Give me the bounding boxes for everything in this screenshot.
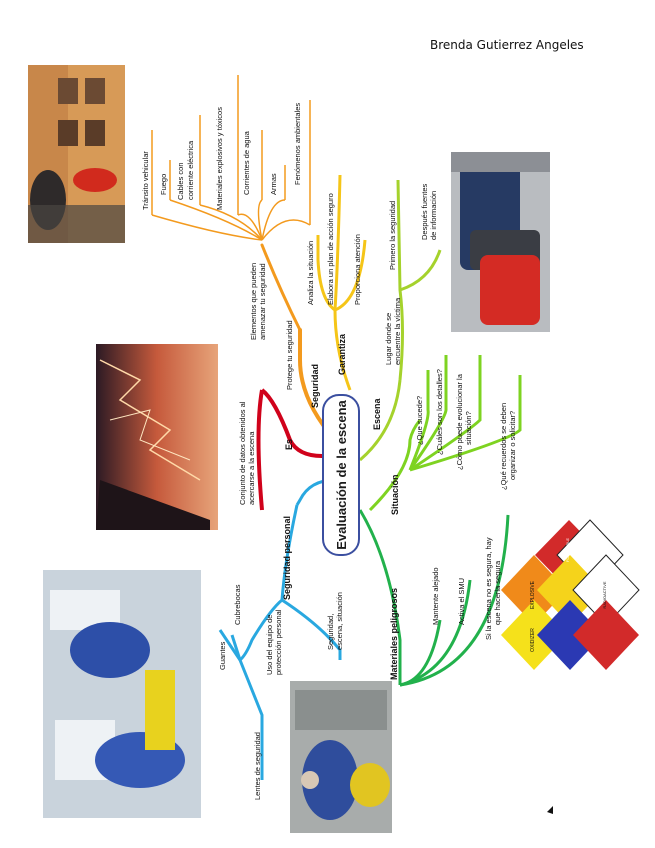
threat-lines [152,75,310,240]
corner-mark [547,806,553,814]
lightning-storm-photo [96,344,218,530]
materiales-item: Activa el SMU [457,578,466,625]
situacion-item: ¿Cuáles son los detalles? [435,369,444,455]
personal-item: Uso del equipo de [265,615,274,675]
threat-item: Cables con [176,162,185,200]
equipo-item: Guantes [218,641,227,670]
es-item: acercarse a la escena [247,431,256,505]
materiales-item: que hacerla segura [493,560,502,625]
label-garantiza: Garantiza [337,333,347,375]
situacion-item: situación? [464,411,473,445]
paramedics-photo [43,570,201,818]
label-es: Es [284,439,294,450]
situacion-item: ¿Cómo puede evolucionar la [455,373,464,470]
building-fire-photo [28,65,125,243]
escena-item: Primero la seguridad [388,201,397,270]
protege-seguridad: Protege tu seguridad [285,320,294,390]
garantiza-item: Proporciona atención [353,234,362,305]
label-situacion: Situación [390,474,400,515]
escena-item: de información [429,191,438,240]
threat-item: Fuego [159,174,168,195]
center-node: Evaluación de la escena [323,395,359,555]
label-seguridad-personal: Seguridad personal [282,516,292,600]
materiales-item: Mantente alejado [431,567,440,625]
elementos-amenaza: Elementos que pueden [249,263,258,340]
threat-item: Armas [269,173,278,195]
car-crash-photo [451,152,550,332]
hazmat-placards: EXPLOSIVE OXIDIZER RADIOACTIVE FLAMMABLE [501,520,639,670]
label-seguridad: Seguridad [310,364,320,408]
threat-item: Materiales explosivos y tóxicos [215,107,224,210]
personal-item: escena, situación [335,592,344,650]
label-materiales: Materiales peligrosos [389,588,399,680]
situacion-item: ¿Qué recuerdos se deben [499,403,508,490]
equipo-item: Cubrebocas [233,584,242,625]
es-item: Conjunto de datos obtenidos al [238,401,247,505]
situacion-item: organizar o solicitar? [508,411,517,480]
materiales-item: Si la escena no es segura, hay [484,537,493,640]
hazmat-label: OXIDIZER [530,628,536,652]
equipo-item: Lentes de seguridad [253,732,262,800]
threat-item: Tránsito vehicular [141,151,150,210]
elementos-amenaza: amenazar tu seguridad [258,263,267,340]
escena-item: Después fuentes [420,183,429,240]
escena-lugar: encuentre la víctima [393,297,402,365]
escena-lugar: Lugar donde se [384,313,393,365]
hazmat-worker-photo [290,681,392,833]
hazmat-label: FLAMMABLE [565,538,570,563]
hazmat-label: RADIOACTIVE [602,581,607,608]
personal-item: Seguridad, [326,614,335,650]
garantiza-item: Analiza la situación [306,241,315,305]
threat-item: Fenómenos ambientales [293,103,302,185]
threat-item: Corrientes de agua [242,130,251,195]
situacion-item: ¿Que sucede? [415,396,424,445]
label-escena: Escena [372,397,382,430]
personal-item: protección personal [274,609,283,675]
garantiza-item: Elabora un plan de acción seguro [326,193,335,305]
hazmat-label: EXPLOSIVE [530,580,536,609]
center-title: Evaluación de la escena [334,399,349,549]
threat-item: corriente eléctrica [186,140,195,200]
